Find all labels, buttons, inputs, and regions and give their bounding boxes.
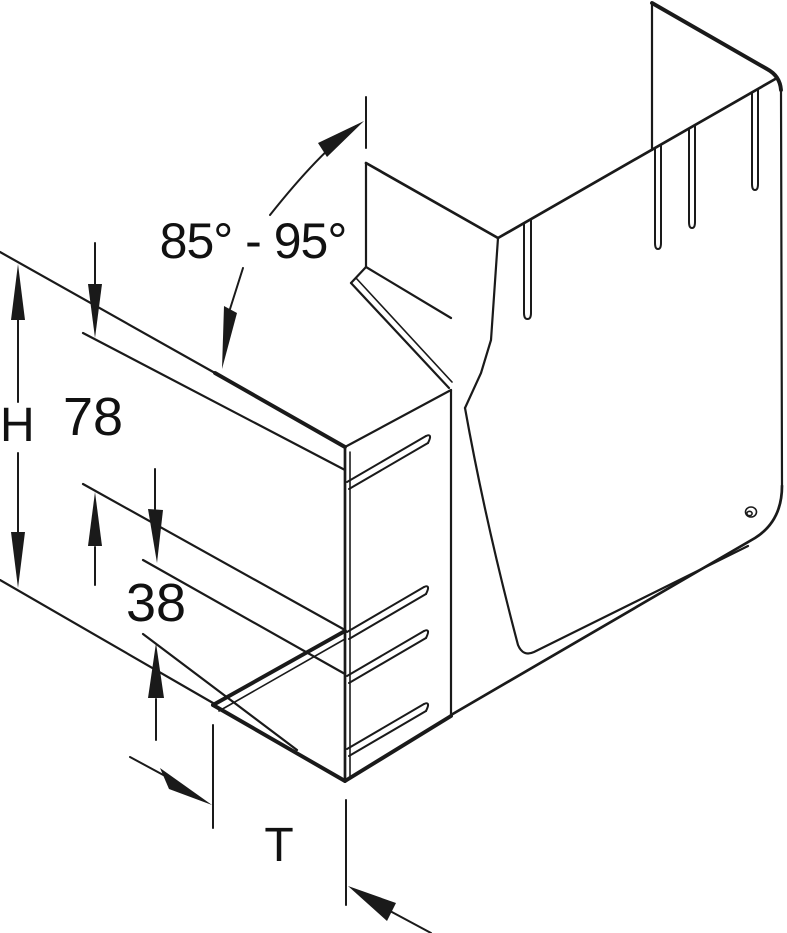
angle-arrowhead-up bbox=[318, 121, 364, 157]
panel-slots bbox=[523, 88, 759, 320]
depth-label: T bbox=[264, 819, 293, 872]
height-label: H bbox=[0, 399, 35, 452]
slot-1 bbox=[523, 219, 532, 320]
mounting-foot bbox=[211, 629, 347, 783]
screw-hole bbox=[744, 506, 758, 518]
t-arrowhead-left bbox=[160, 768, 212, 805]
dim78-arrowhead-up bbox=[88, 492, 102, 546]
depth-dimension: T bbox=[129, 724, 432, 933]
dim78-label: 78 bbox=[63, 387, 123, 447]
rail-3-end bbox=[423, 629, 430, 639]
angle-dimension: 85° - 95° bbox=[160, 96, 367, 369]
rail-1-bottom bbox=[348, 442, 429, 490]
t-shaft-right bbox=[389, 910, 432, 933]
rail-3-top bbox=[346, 630, 425, 677]
rail-1-end bbox=[425, 434, 432, 444]
column-top-edge bbox=[343, 388, 453, 449]
h-arrowhead-up bbox=[11, 264, 25, 320]
dim78-arrowhead-down bbox=[88, 284, 102, 338]
miter-seam-inner bbox=[355, 277, 453, 383]
rail-3-bottom bbox=[348, 637, 427, 684]
top-flange bbox=[349, 161, 500, 390]
angle-leader-line bbox=[229, 267, 244, 310]
dim-38: 38 bbox=[126, 468, 186, 741]
h-arrowhead-down bbox=[11, 532, 25, 588]
column-bottom-edge bbox=[343, 714, 453, 783]
flange-top-edge bbox=[364, 161, 500, 240]
slot-2 bbox=[654, 144, 662, 250]
screw-hole-inner bbox=[746, 510, 753, 517]
left-duct bbox=[0, 250, 347, 752]
height-dimension: H bbox=[0, 264, 35, 588]
dim38-arrowhead-down bbox=[148, 509, 163, 563]
left-duct-rail-inner-edge bbox=[81, 331, 347, 472]
angle-arrowhead-down bbox=[222, 306, 237, 369]
foot-back-edge bbox=[211, 629, 347, 707]
panel-bottom-edge bbox=[449, 484, 784, 717]
flange-bottom-edge bbox=[364, 265, 453, 320]
rail-1-top bbox=[346, 435, 427, 483]
t-shaft-left bbox=[129, 756, 168, 778]
dim38-label: 38 bbox=[126, 573, 186, 633]
corner-column bbox=[343, 388, 453, 783]
panel-left-edge bbox=[463, 236, 500, 410]
slot-3 bbox=[688, 124, 696, 229]
panel-bottom-hem bbox=[463, 406, 750, 655]
miter-fold-corner bbox=[349, 265, 368, 285]
left-duct-lower-rail-top bbox=[141, 558, 347, 676]
back-wall-top-edge bbox=[650, 1, 783, 92]
left-duct-top-edge bbox=[0, 250, 217, 375]
t-arrowhead-right bbox=[348, 886, 396, 921]
rail-2-top bbox=[346, 586, 425, 633]
miter-seam-outer bbox=[349, 281, 451, 390]
rail-4-end bbox=[423, 702, 430, 712]
rail-2-end bbox=[423, 585, 430, 595]
rail-4-top bbox=[346, 703, 425, 750]
left-duct-lower-rail-bottom bbox=[141, 632, 299, 752]
dim-78: 78 bbox=[63, 242, 123, 586]
dimension-annotations: 85° - 95° H 78 bbox=[0, 96, 432, 933]
slot-4 bbox=[751, 88, 759, 191]
left-duct-mid-rail-edge bbox=[81, 482, 347, 632]
angle-range-label: 85° - 95° bbox=[160, 213, 347, 269]
dim38-arrowhead-up bbox=[148, 643, 164, 698]
panel-right-edge bbox=[779, 88, 784, 488]
left-duct-bottom-edge bbox=[0, 578, 215, 705]
foot-inner-line bbox=[218, 638, 346, 712]
corner-top-front-edge bbox=[213, 371, 347, 449]
rail-2-bottom bbox=[348, 593, 427, 640]
rail-4-bottom bbox=[348, 710, 427, 757]
column-rails bbox=[346, 434, 432, 757]
right-panel bbox=[449, 1, 784, 717]
panel-top-edge bbox=[496, 76, 779, 240]
foot-front-edge bbox=[211, 703, 347, 783]
